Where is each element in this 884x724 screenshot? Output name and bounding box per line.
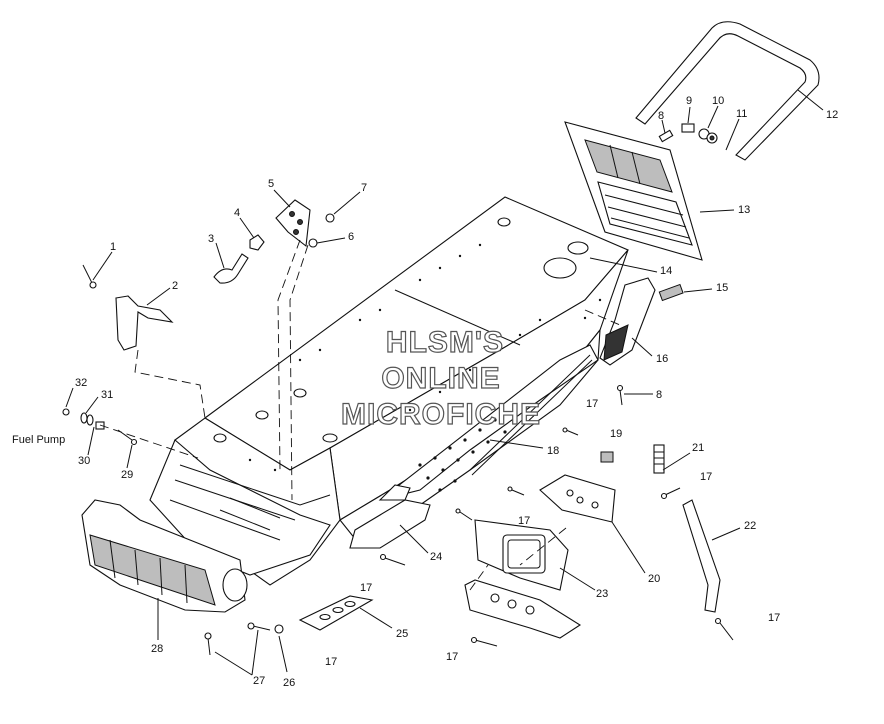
- callout-20: 20: [648, 573, 660, 585]
- fuel-pump-hardware: [62, 408, 138, 446]
- step-plate: [298, 595, 374, 631]
- tail-light-housing: [599, 277, 684, 366]
- bolts-26-27: [204, 622, 284, 656]
- callout-7: 7: [361, 182, 367, 194]
- callout-8: 8: [658, 110, 664, 122]
- bracket-24: [349, 484, 431, 549]
- callout-16: 16: [656, 353, 668, 365]
- bracket-5: [213, 199, 335, 284]
- misc-bolts: [379, 384, 734, 647]
- callout-31: 31: [101, 389, 113, 401]
- flap-hardware: [658, 123, 718, 144]
- callout-4: 4: [234, 207, 240, 219]
- watermark-line-1: HLSM'S: [386, 326, 504, 359]
- callout-22: 22: [744, 520, 756, 532]
- callout-2: 2: [172, 280, 178, 292]
- callout-30: 30: [78, 455, 90, 467]
- callout-17e: 17: [325, 656, 337, 668]
- bolt-1: [82, 264, 97, 289]
- bumper-19: [600, 451, 614, 463]
- callout-5: 5: [268, 178, 274, 190]
- grab-bar: [635, 21, 820, 161]
- callout-28: 28: [151, 643, 163, 655]
- deck-rivets: [248, 243, 602, 472]
- assembly-lines: [99, 239, 621, 591]
- callout-21: 21: [692, 442, 704, 454]
- callout-26: 26: [283, 677, 295, 689]
- snow-flap: [564, 121, 703, 261]
- callout-labels: 1 2 3 4 5 6 7 8 9 10 11 12 13 14 15 16 8…: [12, 95, 838, 689]
- callout-17a: 17: [586, 398, 598, 410]
- callout-17c: 17: [768, 612, 780, 624]
- callout-17f: 17: [446, 651, 458, 663]
- callout-14: 14: [660, 265, 672, 277]
- callout-3: 3: [208, 233, 214, 245]
- callout-15: 15: [716, 282, 728, 294]
- shaft-21: [653, 444, 665, 474]
- bracket-2: [115, 295, 174, 351]
- watermark-line-3: MICROFICHE: [341, 398, 541, 431]
- callout-24: 24: [430, 551, 442, 563]
- fuel-pump-label: Fuel Pump: [12, 434, 65, 446]
- bracket-20: [539, 474, 616, 523]
- callout-12: 12: [826, 109, 838, 121]
- callout-13: 13: [738, 204, 750, 216]
- rail-22: [682, 499, 721, 613]
- running-board: [379, 344, 599, 501]
- callout-19: 19: [610, 428, 622, 440]
- callout-29: 29: [121, 469, 133, 481]
- watermark-line-2: ONLINE: [381, 362, 500, 395]
- callout-27: 27: [253, 675, 265, 687]
- callout-17d: 17: [360, 582, 372, 594]
- callout-17b: 17: [700, 471, 712, 483]
- callout-23: 23: [596, 588, 608, 600]
- leader-lines: [65, 89, 824, 676]
- side-plate-23: [474, 519, 569, 591]
- callout-10: 10: [712, 95, 724, 107]
- callout-8b: 8: [656, 389, 662, 401]
- callout-18: 18: [547, 445, 559, 457]
- lower-support: [464, 579, 582, 639]
- watermark: HLSM'S ONLINE MICROFICHE: [340, 325, 541, 431]
- tunnel-chassis: [81, 196, 629, 613]
- callout-11: 11: [736, 108, 747, 120]
- callout-25: 25: [396, 628, 408, 640]
- callout-6: 6: [348, 231, 354, 243]
- callout-1: 1: [110, 241, 116, 253]
- callout-9: 9: [686, 95, 692, 107]
- callout-17g: 17: [518, 515, 530, 527]
- callout-32: 32: [75, 377, 87, 389]
